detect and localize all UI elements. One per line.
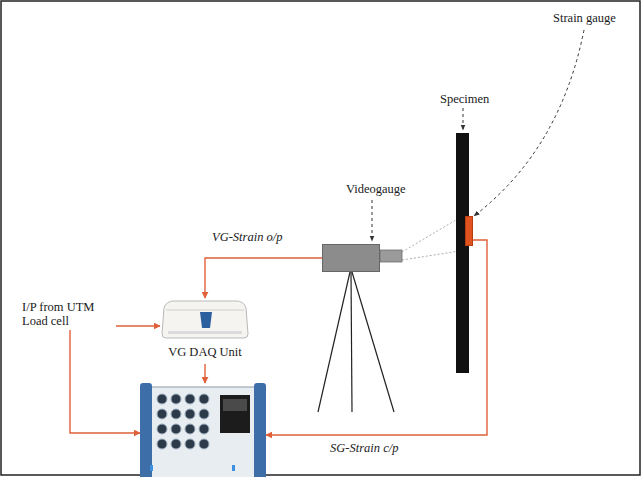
- signal-label: VG-Strain o/p: [212, 230, 282, 244]
- input-jack: [171, 394, 181, 404]
- input-jack: [185, 439, 195, 449]
- node-label: VG DAQ Unit: [160, 345, 250, 359]
- daq-device: [160, 298, 250, 340]
- input-jack: [157, 439, 167, 449]
- signal-wire: [204, 364, 205, 383]
- gauge-node: Strain gauge: [465, 216, 473, 246]
- camera-lens: [380, 250, 402, 262]
- signal-wire: [70, 330, 140, 433]
- input-jack: [171, 409, 181, 419]
- input-jack: [199, 439, 209, 449]
- daq-node: VG DAQ Unit: [160, 298, 250, 364]
- indicator: [150, 465, 153, 471]
- logger-node: [140, 383, 266, 477]
- data-logger: [140, 383, 266, 477]
- logger-end-cap: [140, 383, 152, 477]
- signal-wire: [205, 258, 322, 298]
- specimen-node: Specimen: [456, 133, 469, 373]
- input-jack: [157, 409, 167, 419]
- indicator: [232, 465, 235, 471]
- logger-end-cap: [254, 383, 266, 477]
- logger-body: [149, 387, 257, 477]
- connector-layer: [70, 240, 487, 435]
- input-jack: [171, 424, 181, 434]
- plain-node: I/P from UTM Load cell: [20, 298, 116, 330]
- signal-wire: [116, 325, 160, 326]
- device-base: [168, 331, 242, 334]
- node-label: Strain gauge: [553, 11, 616, 25]
- input-jack: [171, 439, 181, 449]
- node-label: I/P from UTM Load cell: [22, 300, 116, 328]
- input-jack: [199, 394, 209, 404]
- node-label: Videogauge: [346, 182, 406, 196]
- device-body: [162, 301, 248, 338]
- input-jack: [157, 394, 167, 404]
- device-logo: [200, 312, 212, 328]
- tripod: [318, 272, 394, 412]
- device-edge: [166, 310, 244, 311]
- input-jack: [157, 424, 167, 434]
- signal-label: SG-Strain c/p: [330, 441, 398, 455]
- input-jack: [185, 409, 195, 419]
- node-label: Specimen: [440, 92, 489, 106]
- display-screen: [223, 399, 247, 411]
- input-jack: [185, 424, 195, 434]
- camera-node: Videogauge: [322, 244, 380, 272]
- input-jack: [199, 409, 209, 419]
- signal-wire: [266, 240, 487, 435]
- leader-line: [372, 30, 584, 241]
- input-jack: [185, 394, 195, 404]
- input-jack: [199, 424, 209, 434]
- logger-display: [220, 395, 250, 433]
